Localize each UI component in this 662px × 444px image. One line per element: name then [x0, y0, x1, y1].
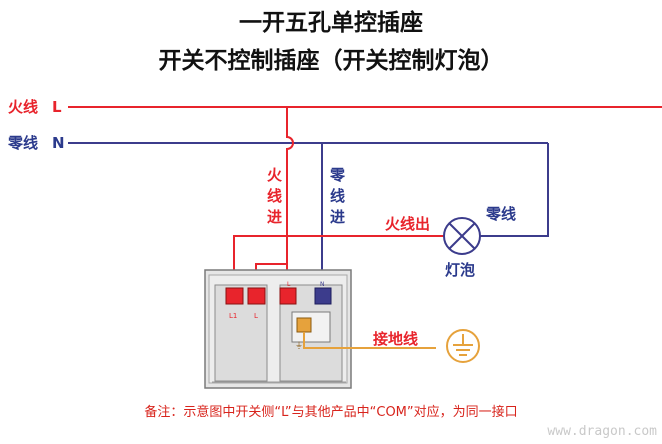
lamp-label: 灯泡 — [445, 261, 475, 279]
lamp-neutral-label: 零线 — [485, 205, 516, 223]
socket-l-terminal — [279, 287, 297, 305]
neutral-in-label-1: 零 — [329, 166, 346, 184]
neutral-mains-letter: N — [52, 134, 65, 152]
switch-l1-tag: L1 — [229, 312, 237, 320]
socket-n-terminal — [314, 287, 332, 305]
diagram-subtitle: 开关不控制插座（开关控制灯泡） — [159, 47, 504, 74]
watermark: www.dragon.com — [547, 424, 657, 439]
neutral-in-label-3: 进 — [330, 208, 345, 226]
diagram-title: 一开五孔单控插座 — [239, 9, 423, 36]
live-mains-letter: L — [52, 98, 62, 116]
live-mains-label: 火线 — [8, 98, 38, 116]
ground-tag: ⏚ — [295, 341, 303, 350]
neutral-in-label-2: 线 — [330, 187, 345, 205]
switch-l1-terminal — [225, 287, 244, 305]
switch-l-terminal — [247, 287, 266, 305]
neutral-mains-label: 零线 — [7, 134, 38, 152]
live-in-label-2: 线 — [267, 187, 282, 205]
switch-l-tag: L — [254, 312, 258, 320]
lamp-neutral-wire — [480, 143, 549, 237]
live-in-wire — [286, 107, 294, 290]
ground-label: 接地线 — [373, 330, 418, 348]
ground-wire — [303, 332, 436, 349]
live-out-label: 火线出 — [385, 215, 430, 233]
socket-n-tag: N — [320, 281, 325, 288]
footnote: 备注：示意图中开关侧“L”与其他产品中“COM”对应，为同一接口 — [144, 404, 517, 420]
live-in-label-3: 进 — [267, 208, 282, 226]
socket-ground-terminal — [296, 317, 312, 333]
lamp-icon — [443, 217, 481, 255]
socket-l-tag: L — [287, 281, 291, 288]
ground-symbol-icon — [446, 329, 480, 363]
live-in-label-1: 火 — [267, 166, 283, 184]
